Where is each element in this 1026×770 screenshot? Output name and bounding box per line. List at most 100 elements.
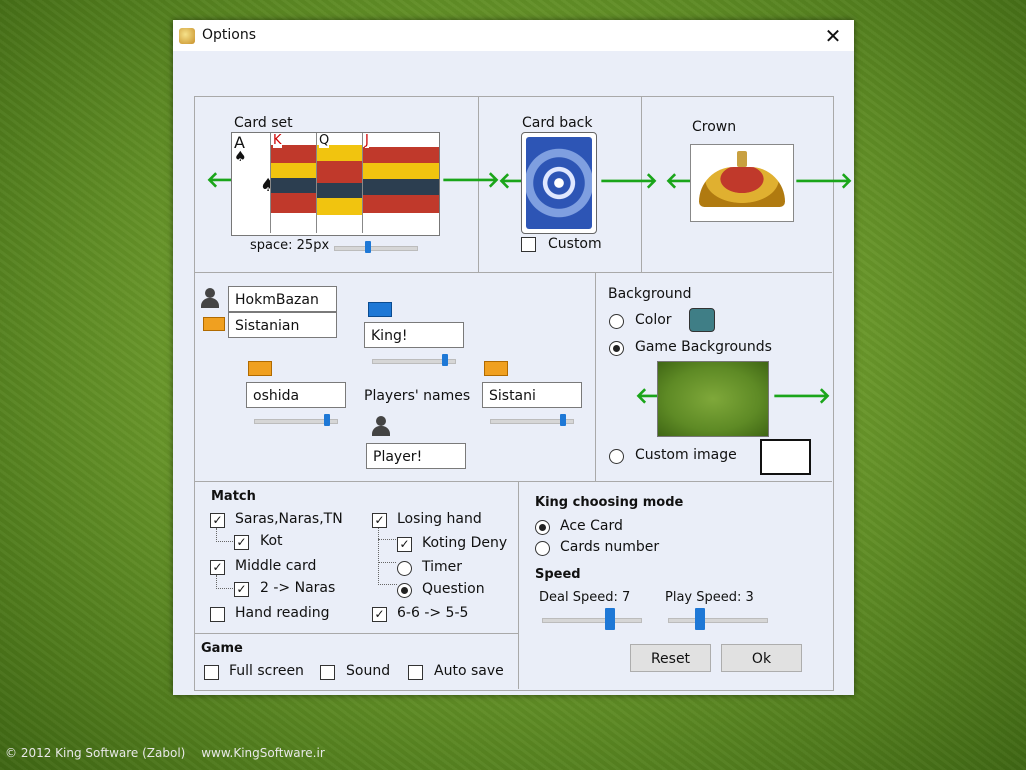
play-speed-slider[interactable] xyxy=(668,608,768,630)
player-right-slider[interactable] xyxy=(490,411,574,429)
player-name-top-left-1[interactable]: HokmBazan xyxy=(228,286,337,312)
player-left-slider-thumb[interactable] xyxy=(324,414,330,426)
player-top-slider[interactable] xyxy=(372,351,456,369)
saras-checkbox[interactable]: ✓ xyxy=(210,513,225,528)
king-card-rank: K xyxy=(273,133,282,148)
background-panel: Background Color Game Backgrounds 🡐 🡒 Cu… xyxy=(595,272,832,482)
player-top-slider-thumb[interactable] xyxy=(442,354,448,366)
card-set-preview[interactable]: A ♠ ♠ K Q J xyxy=(231,132,440,236)
person-icon xyxy=(372,416,390,436)
close-button[interactable]: ✕ xyxy=(824,24,842,48)
two-naras-checkbox[interactable]: ✓ xyxy=(234,582,249,597)
person-icon xyxy=(201,288,219,308)
card-spacing-slider-track xyxy=(334,246,418,251)
auto-save-checkbox[interactable] xyxy=(408,665,423,680)
computer-icon xyxy=(203,317,225,333)
spade-icon: ♠ xyxy=(234,149,247,165)
losing-hand-checkbox[interactable]: ✓ xyxy=(372,513,387,528)
koting-deny-checkbox[interactable]: ✓ xyxy=(397,537,412,552)
player-name-top-left-2[interactable]: Sistanian xyxy=(228,312,337,338)
ace-card-label: Ace Card xyxy=(560,518,623,534)
custom-image-radio[interactable] xyxy=(609,449,624,464)
tree-connector xyxy=(216,528,233,542)
deal-speed-slider[interactable] xyxy=(542,608,642,630)
custom-card-back-checkbox[interactable] xyxy=(521,237,536,252)
ok-button[interactable]: Ok xyxy=(721,644,802,672)
play-speed-slider-thumb[interactable] xyxy=(695,608,705,630)
cards-number-label: Cards number xyxy=(560,539,660,555)
tree-connector xyxy=(378,539,396,540)
game-backgrounds-radio[interactable] xyxy=(609,341,624,356)
timer-radio[interactable] xyxy=(397,561,412,576)
kot-checkbox[interactable]: ✓ xyxy=(234,535,249,550)
footer: © 2012 King Software (Zabol) www.KingSof… xyxy=(5,746,337,760)
crown-panel: Crown 🡐 🡒 xyxy=(641,96,853,273)
player-name-bottom[interactable]: Player! xyxy=(366,443,466,469)
speed-label: Speed xyxy=(535,567,581,582)
crown-cross-icon xyxy=(737,151,747,167)
player-name-right[interactable]: Sistani xyxy=(482,382,582,408)
player-right-slider-track xyxy=(490,419,574,424)
tree-connector xyxy=(378,562,396,563)
card-set-label: Card set xyxy=(234,115,293,131)
six-six-label: 6-6 -> 5-5 xyxy=(397,605,469,621)
crown-prev-arrow-icon[interactable]: 🡐 xyxy=(665,171,724,193)
card-back-prev-arrow-icon[interactable]: 🡐 xyxy=(498,171,557,193)
custom-card-back-label: Custom xyxy=(548,236,602,252)
jack-card-rank: J xyxy=(365,133,369,148)
player-top-slider-track xyxy=(372,359,456,364)
app-icon xyxy=(179,28,195,44)
card-spacing-slider-thumb[interactable] xyxy=(365,241,371,253)
king-card: K xyxy=(270,133,323,233)
cards-number-radio[interactable] xyxy=(535,541,550,556)
player-left-slider[interactable] xyxy=(254,411,338,429)
match-label: Match xyxy=(211,489,256,504)
color-label: Color xyxy=(635,312,672,328)
jack-card: J xyxy=(362,133,439,233)
card-back-preview[interactable] xyxy=(521,132,597,234)
saras-label: Saras,Naras,TN xyxy=(235,511,343,527)
player-name-top[interactable]: King! xyxy=(364,322,464,348)
crown-icon xyxy=(699,167,785,207)
background-prev-arrow-icon[interactable]: 🡐 xyxy=(635,386,694,408)
deal-speed-label: Deal Speed: 7 xyxy=(539,590,631,605)
card-set-panel: Card set 🡐 A ♠ ♠ K Q J 🡒 sp xyxy=(194,96,500,273)
match-panel: Match ✓ Saras,Naras,TN ✓ Kot ✓ Middle ca… xyxy=(194,481,519,634)
background-next-arrow-icon[interactable]: 🡒 xyxy=(772,384,831,409)
game-backgrounds-label: Game Backgrounds xyxy=(635,339,772,355)
card-back-next-arrow-icon[interactable]: 🡒 xyxy=(599,169,658,194)
full-screen-checkbox[interactable] xyxy=(204,665,219,680)
king-speed-panel: King choosing mode Ace Card Cards number… xyxy=(518,481,832,689)
hand-reading-label: Hand reading xyxy=(235,605,330,621)
players-names-label: Players' names xyxy=(364,388,471,404)
card-set-prev-arrow-icon[interactable]: 🡐 xyxy=(206,170,265,192)
game-label: Game xyxy=(201,641,243,656)
question-radio[interactable] xyxy=(397,583,412,598)
crown-next-arrow-icon[interactable]: 🡒 xyxy=(794,169,853,194)
sound-checkbox[interactable] xyxy=(320,665,335,680)
window-title: Options xyxy=(202,27,257,43)
crown-preview[interactable] xyxy=(690,144,794,222)
options-frame xyxy=(194,96,834,691)
card-set-next-arrow-icon[interactable]: 🡒 xyxy=(441,168,500,193)
koting-deny-label: Koting Deny xyxy=(422,535,508,551)
background-preview[interactable] xyxy=(657,361,769,437)
middle-card-checkbox[interactable]: ✓ xyxy=(210,560,225,575)
reset-button[interactable]: Reset xyxy=(630,644,711,672)
card-back-panel: Card back 🡐 🡒 Custom xyxy=(478,96,658,273)
background-label: Background xyxy=(608,286,692,302)
queen-card-rank: Q xyxy=(319,133,330,148)
color-radio[interactable] xyxy=(609,314,624,329)
hand-reading-checkbox[interactable] xyxy=(210,607,225,622)
color-swatch[interactable] xyxy=(689,308,715,332)
full-screen-label: Full screen xyxy=(229,663,304,679)
deal-speed-slider-thumb[interactable] xyxy=(605,608,615,630)
ace-card-radio[interactable] xyxy=(535,520,550,535)
player-name-left[interactable]: oshida xyxy=(246,382,346,408)
tree-connector xyxy=(216,575,233,589)
custom-image-preview[interactable] xyxy=(760,439,811,475)
player-right-slider-thumb[interactable] xyxy=(560,414,566,426)
dialog-client: Card set 🡐 A ♠ ♠ K Q J 🡒 sp xyxy=(173,51,854,695)
card-spacing-slider[interactable] xyxy=(334,238,418,256)
six-six-checkbox[interactable]: ✓ xyxy=(372,607,387,622)
